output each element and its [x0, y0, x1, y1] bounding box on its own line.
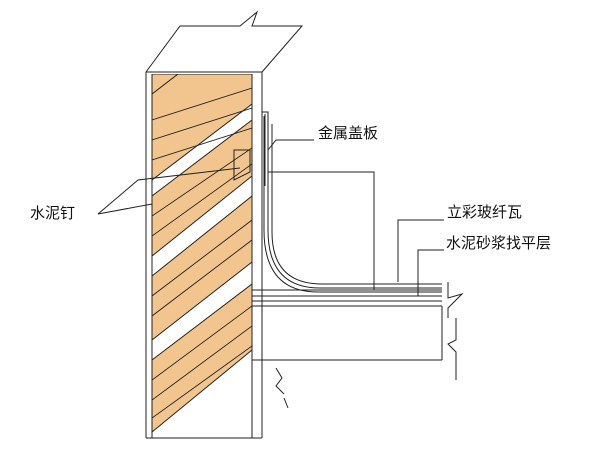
metal-cap-label: 金属盖板: [318, 124, 379, 142]
brick-band: [152, 195, 252, 341]
leader-tile: [397, 219, 444, 282]
wall-break-mark-2: [283, 397, 289, 409]
brick-band: [152, 283, 252, 433]
cement-nail-hook: [233, 149, 251, 181]
brick-band: [152, 74, 179, 95]
leader-metal-cap: [267, 139, 314, 151]
slab-break-line-2: [447, 318, 457, 380]
mortar-screed-label: 水泥砂浆找平层: [446, 234, 552, 252]
wall-top-outline: [145, 10, 304, 73]
brick-hatch-pattern: [152, 74, 252, 433]
leader-mortar: [417, 249, 444, 296]
slab-break-line: [447, 282, 464, 318]
wall-break-mark: [275, 367, 285, 395]
waterproof-layer-outer: [263, 116, 442, 293]
leader-nail-2: [97, 203, 153, 215]
waterproof-layer-inner: [271, 124, 442, 285]
brick-band: [152, 119, 252, 257]
fiberglass-tile-label: 立彩玻纤瓦: [447, 203, 523, 221]
brick-band: [152, 74, 252, 181]
brick-joints: [152, 87, 252, 419]
leader-tile-2: [268, 171, 375, 290]
leader-nail: [97, 167, 241, 215]
cement-nail-label: 水泥钉: [30, 204, 76, 222]
waterproof-layer-middle: [267, 118, 442, 289]
